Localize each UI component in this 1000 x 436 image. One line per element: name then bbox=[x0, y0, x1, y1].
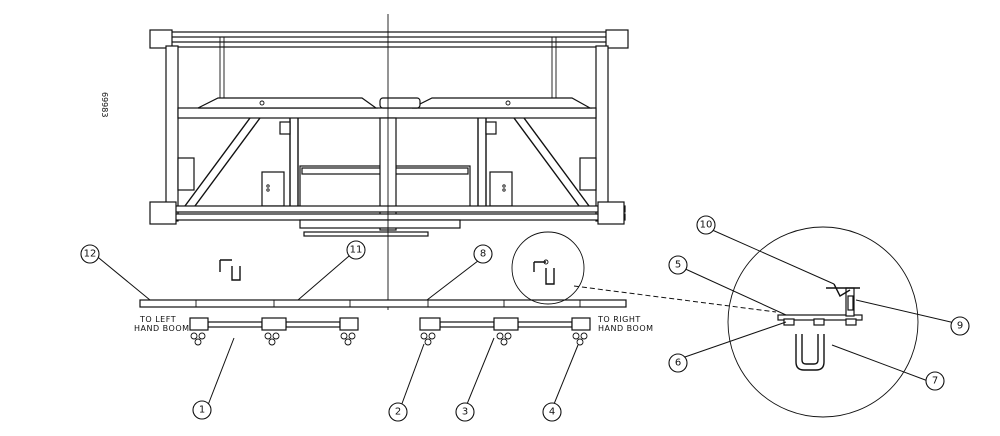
svg-text:1: 1 bbox=[199, 405, 205, 416]
large-detail-circle bbox=[727, 226, 919, 418]
svg-text:7: 7 bbox=[932, 376, 938, 387]
right-boom-note-line2: HAND BOOM bbox=[598, 324, 654, 333]
left-nozzle-line bbox=[189, 317, 359, 346]
nozzle-body bbox=[493, 317, 519, 346]
nozzle-body bbox=[189, 317, 209, 346]
svg-text:3: 3 bbox=[462, 407, 468, 418]
nozzle-body bbox=[261, 317, 287, 346]
u-bolt-detail-symbol bbox=[219, 259, 241, 281]
svg-text:9: 9 bbox=[957, 321, 963, 332]
svg-text:4: 4 bbox=[549, 407, 555, 418]
callout-4: 4 bbox=[542, 402, 562, 422]
callout-6: 6 bbox=[668, 353, 688, 373]
nozzle-body bbox=[339, 317, 359, 346]
svg-text:11: 11 bbox=[350, 245, 363, 256]
callout-10: 10 bbox=[696, 215, 716, 235]
frame-assembly bbox=[149, 29, 629, 237]
small-detail-circle bbox=[511, 231, 585, 305]
callout-12: 12 bbox=[80, 244, 100, 264]
callout-8: 8 bbox=[473, 244, 493, 264]
callout-2: 2 bbox=[388, 402, 408, 422]
callout-7: 7 bbox=[925, 371, 945, 391]
right-nozzle-line bbox=[419, 317, 591, 346]
boom-pipe bbox=[139, 299, 627, 308]
svg-text:5: 5 bbox=[675, 260, 681, 271]
callout-5: 5 bbox=[668, 255, 688, 275]
callout-3: 3 bbox=[455, 402, 475, 422]
detail-link-line bbox=[573, 285, 777, 313]
svg-text:8: 8 bbox=[480, 249, 486, 260]
right-boom-note-line1: TO RIGHT bbox=[597, 315, 641, 324]
left-boom-note-line1: TO LEFT bbox=[139, 315, 176, 324]
svg-text:12: 12 bbox=[84, 249, 97, 260]
svg-text:6: 6 bbox=[675, 358, 681, 369]
nozzle-body bbox=[571, 317, 591, 346]
svg-text:10: 10 bbox=[700, 220, 713, 231]
callout-9: 9 bbox=[950, 316, 970, 336]
svg-text:2: 2 bbox=[395, 407, 401, 418]
left-boom-note-line2: HAND BOOM bbox=[134, 324, 190, 333]
callout-1: 1 bbox=[192, 400, 212, 420]
callout-11: 11 bbox=[346, 240, 366, 260]
leader-lines bbox=[93, 228, 956, 410]
drawing-number: 69983 bbox=[100, 92, 109, 117]
nozzle-body bbox=[419, 317, 441, 346]
